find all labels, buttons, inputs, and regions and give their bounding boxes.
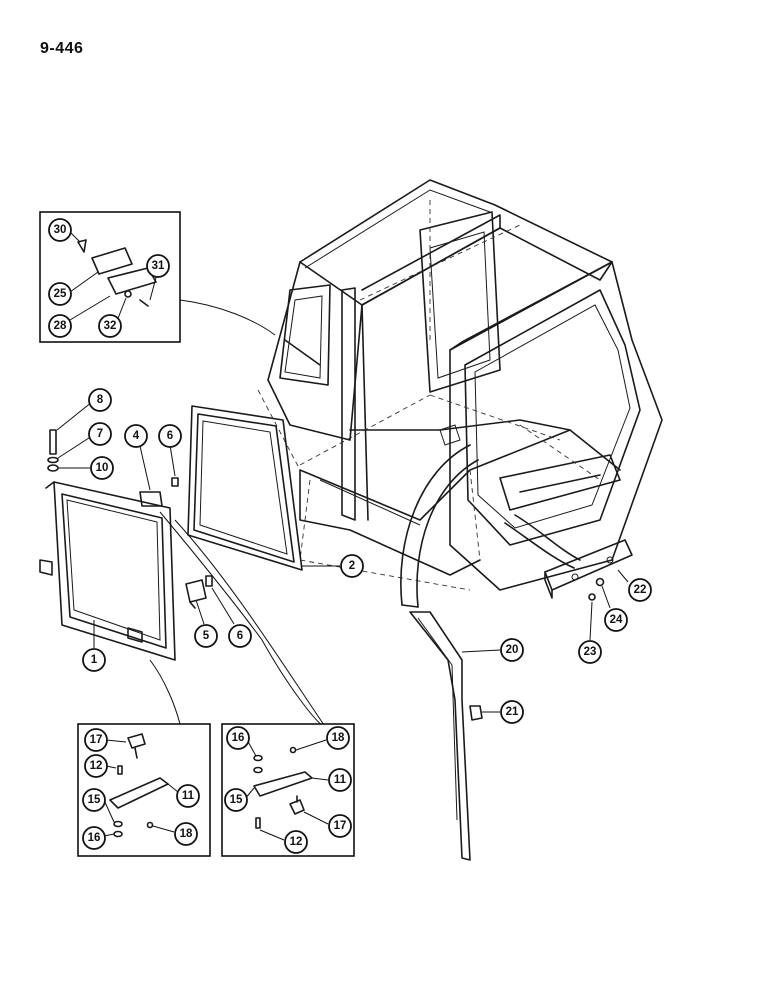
part-20-trim [409, 611, 501, 861]
svg-text:6: 6 [167, 430, 173, 442]
part-2-window-seal [187, 405, 340, 571]
part-5-clip [174, 519, 325, 726]
callout-6-upper: 6 [158, 424, 182, 448]
svg-text:16: 16 [88, 832, 101, 844]
callout-1: 1 [82, 648, 106, 672]
callout-6-lower: 6 [228, 624, 252, 648]
svg-text:4: 4 [133, 430, 140, 442]
callout-8: 8 [88, 388, 112, 412]
callout-5: 5 [194, 624, 218, 648]
svg-text:2: 2 [349, 560, 355, 572]
callout-31: 31 [146, 254, 170, 278]
svg-text:8: 8 [97, 394, 104, 406]
callout-28: 28 [48, 314, 72, 338]
svg-text:11: 11 [334, 774, 347, 786]
callout-18-right: 18 [326, 726, 350, 750]
part-21-clip [469, 705, 500, 721]
svg-text:15: 15 [88, 794, 101, 806]
cab-frame [257, 179, 663, 591]
callout-17-left: 17 [84, 728, 108, 752]
svg-text:22: 22 [634, 584, 647, 596]
part-22-bracket [544, 539, 633, 599]
callout-2: 2 [340, 554, 364, 578]
svg-text:24: 24 [610, 614, 623, 626]
callout-18-left: 18 [174, 822, 198, 846]
svg-text:7: 7 [97, 428, 103, 440]
part-1-door-frame [39, 481, 181, 725]
svg-text:11: 11 [182, 790, 195, 802]
svg-text:20: 20 [506, 644, 519, 656]
callouts: 30 31 25 28 32 8 7 10 4 6 2 5 6 1 20 21 … [48, 218, 652, 854]
callout-12-right: 12 [284, 830, 308, 854]
seal-strips [179, 299, 581, 608]
svg-text:6: 6 [237, 630, 243, 642]
svg-text:16: 16 [232, 732, 245, 744]
callout-12-left: 12 [84, 754, 108, 778]
svg-text:23: 23 [584, 646, 597, 658]
svg-text:12: 12 [290, 836, 303, 848]
svg-text:25: 25 [54, 288, 67, 300]
svg-text:5: 5 [203, 630, 210, 642]
svg-text:28: 28 [54, 320, 67, 332]
callout-7: 7 [88, 422, 112, 446]
callout-32: 32 [98, 314, 122, 338]
svg-text:32: 32 [104, 320, 117, 332]
callout-22: 22 [628, 578, 652, 602]
callout-16-left: 16 [82, 826, 106, 850]
svg-text:18: 18 [332, 732, 345, 744]
callout-11-right: 11 [328, 768, 352, 792]
svg-text:17: 17 [334, 820, 347, 832]
svg-text:18: 18 [180, 828, 193, 840]
callout-21: 21 [500, 700, 524, 724]
svg-text:1: 1 [91, 654, 98, 666]
svg-text:30: 30 [54, 224, 67, 236]
svg-text:10: 10 [96, 462, 109, 474]
callout-10: 10 [90, 456, 114, 480]
callout-16-right: 16 [226, 726, 250, 750]
hardware-23-24 [588, 577, 611, 641]
svg-text:15: 15 [230, 794, 243, 806]
callout-17-right: 17 [328, 814, 352, 838]
callout-20: 20 [500, 638, 524, 662]
callout-30: 30 [48, 218, 72, 242]
callout-15-right: 15 [224, 788, 248, 812]
callout-24: 24 [604, 608, 628, 632]
callout-25: 25 [48, 282, 72, 306]
callout-11-left: 11 [176, 784, 200, 808]
callout-4: 4 [124, 424, 148, 448]
callout-23: 23 [578, 640, 602, 664]
svg-text:12: 12 [90, 760, 103, 772]
hardware-8-7-10 [47, 401, 93, 472]
part-4-clip [139, 444, 323, 726]
callout-15-left: 15 [82, 788, 106, 812]
svg-text:21: 21 [506, 706, 519, 718]
svg-text:31: 31 [152, 260, 165, 272]
svg-text:17: 17 [90, 734, 103, 746]
page-number: 9-446 [40, 40, 84, 57]
